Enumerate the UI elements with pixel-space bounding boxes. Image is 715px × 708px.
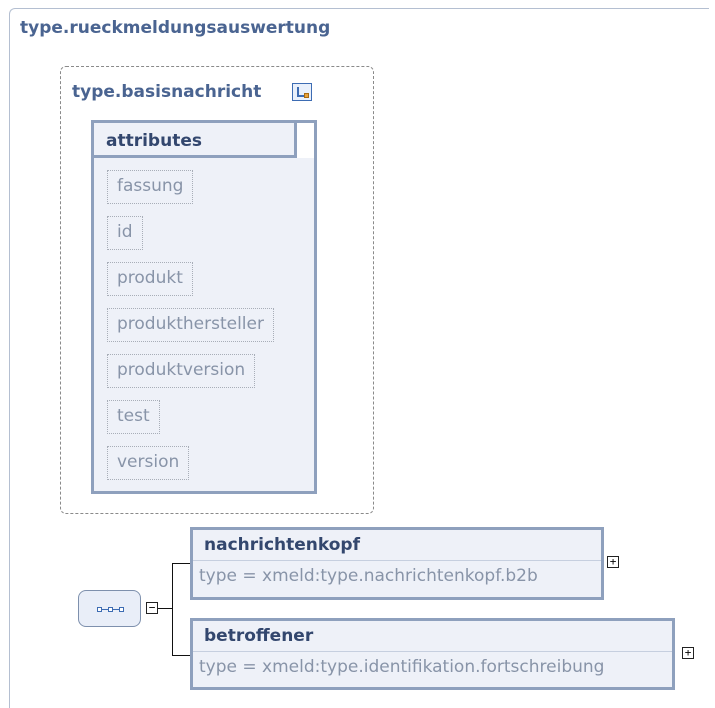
connector-line xyxy=(172,655,191,656)
element-type: type = xmeld:type.nachrichtenkopf.b2b xyxy=(199,566,538,586)
attribute-item[interactable]: version xyxy=(107,446,190,480)
attributes-header-corner xyxy=(297,120,317,158)
element-name: betroffener xyxy=(204,626,314,646)
connector-line xyxy=(172,563,191,564)
expand-toggle[interactable]: + xyxy=(607,556,619,568)
element-divider xyxy=(193,560,601,561)
complex-type-title: type.rueckmeldungsauswertung xyxy=(20,18,331,38)
sequence-compositor[interactable] xyxy=(78,590,141,627)
element-type: type = xmeld:type.identifikation.fortsch… xyxy=(199,657,605,677)
connector-line xyxy=(158,608,172,609)
attribute-item[interactable]: produkthersteller xyxy=(107,308,274,342)
attribute-item[interactable]: test xyxy=(107,400,160,434)
type-hierarchy-icon[interactable] xyxy=(292,83,312,101)
element-box-betroffener[interactable] xyxy=(190,618,675,690)
attribute-item[interactable]: produktversion xyxy=(107,354,256,388)
attributes-header-label: attributes xyxy=(106,131,202,151)
attributes-header xyxy=(91,120,297,158)
collapse-toggle[interactable]: − xyxy=(146,602,158,614)
attribute-item[interactable]: fassung xyxy=(107,170,194,204)
connector-line xyxy=(172,563,173,655)
attribute-item[interactable]: produkt xyxy=(107,262,193,296)
base-type-group xyxy=(60,66,374,514)
element-name: nachrichtenkopf xyxy=(204,535,360,555)
base-type-title: type.basisnachricht xyxy=(72,82,262,102)
complex-type-frame xyxy=(9,8,709,708)
attribute-item[interactable]: id xyxy=(107,216,143,250)
element-box-nachrichtenkopf[interactable] xyxy=(190,527,604,600)
element-divider xyxy=(193,651,672,652)
expand-toggle[interactable]: + xyxy=(682,647,694,659)
